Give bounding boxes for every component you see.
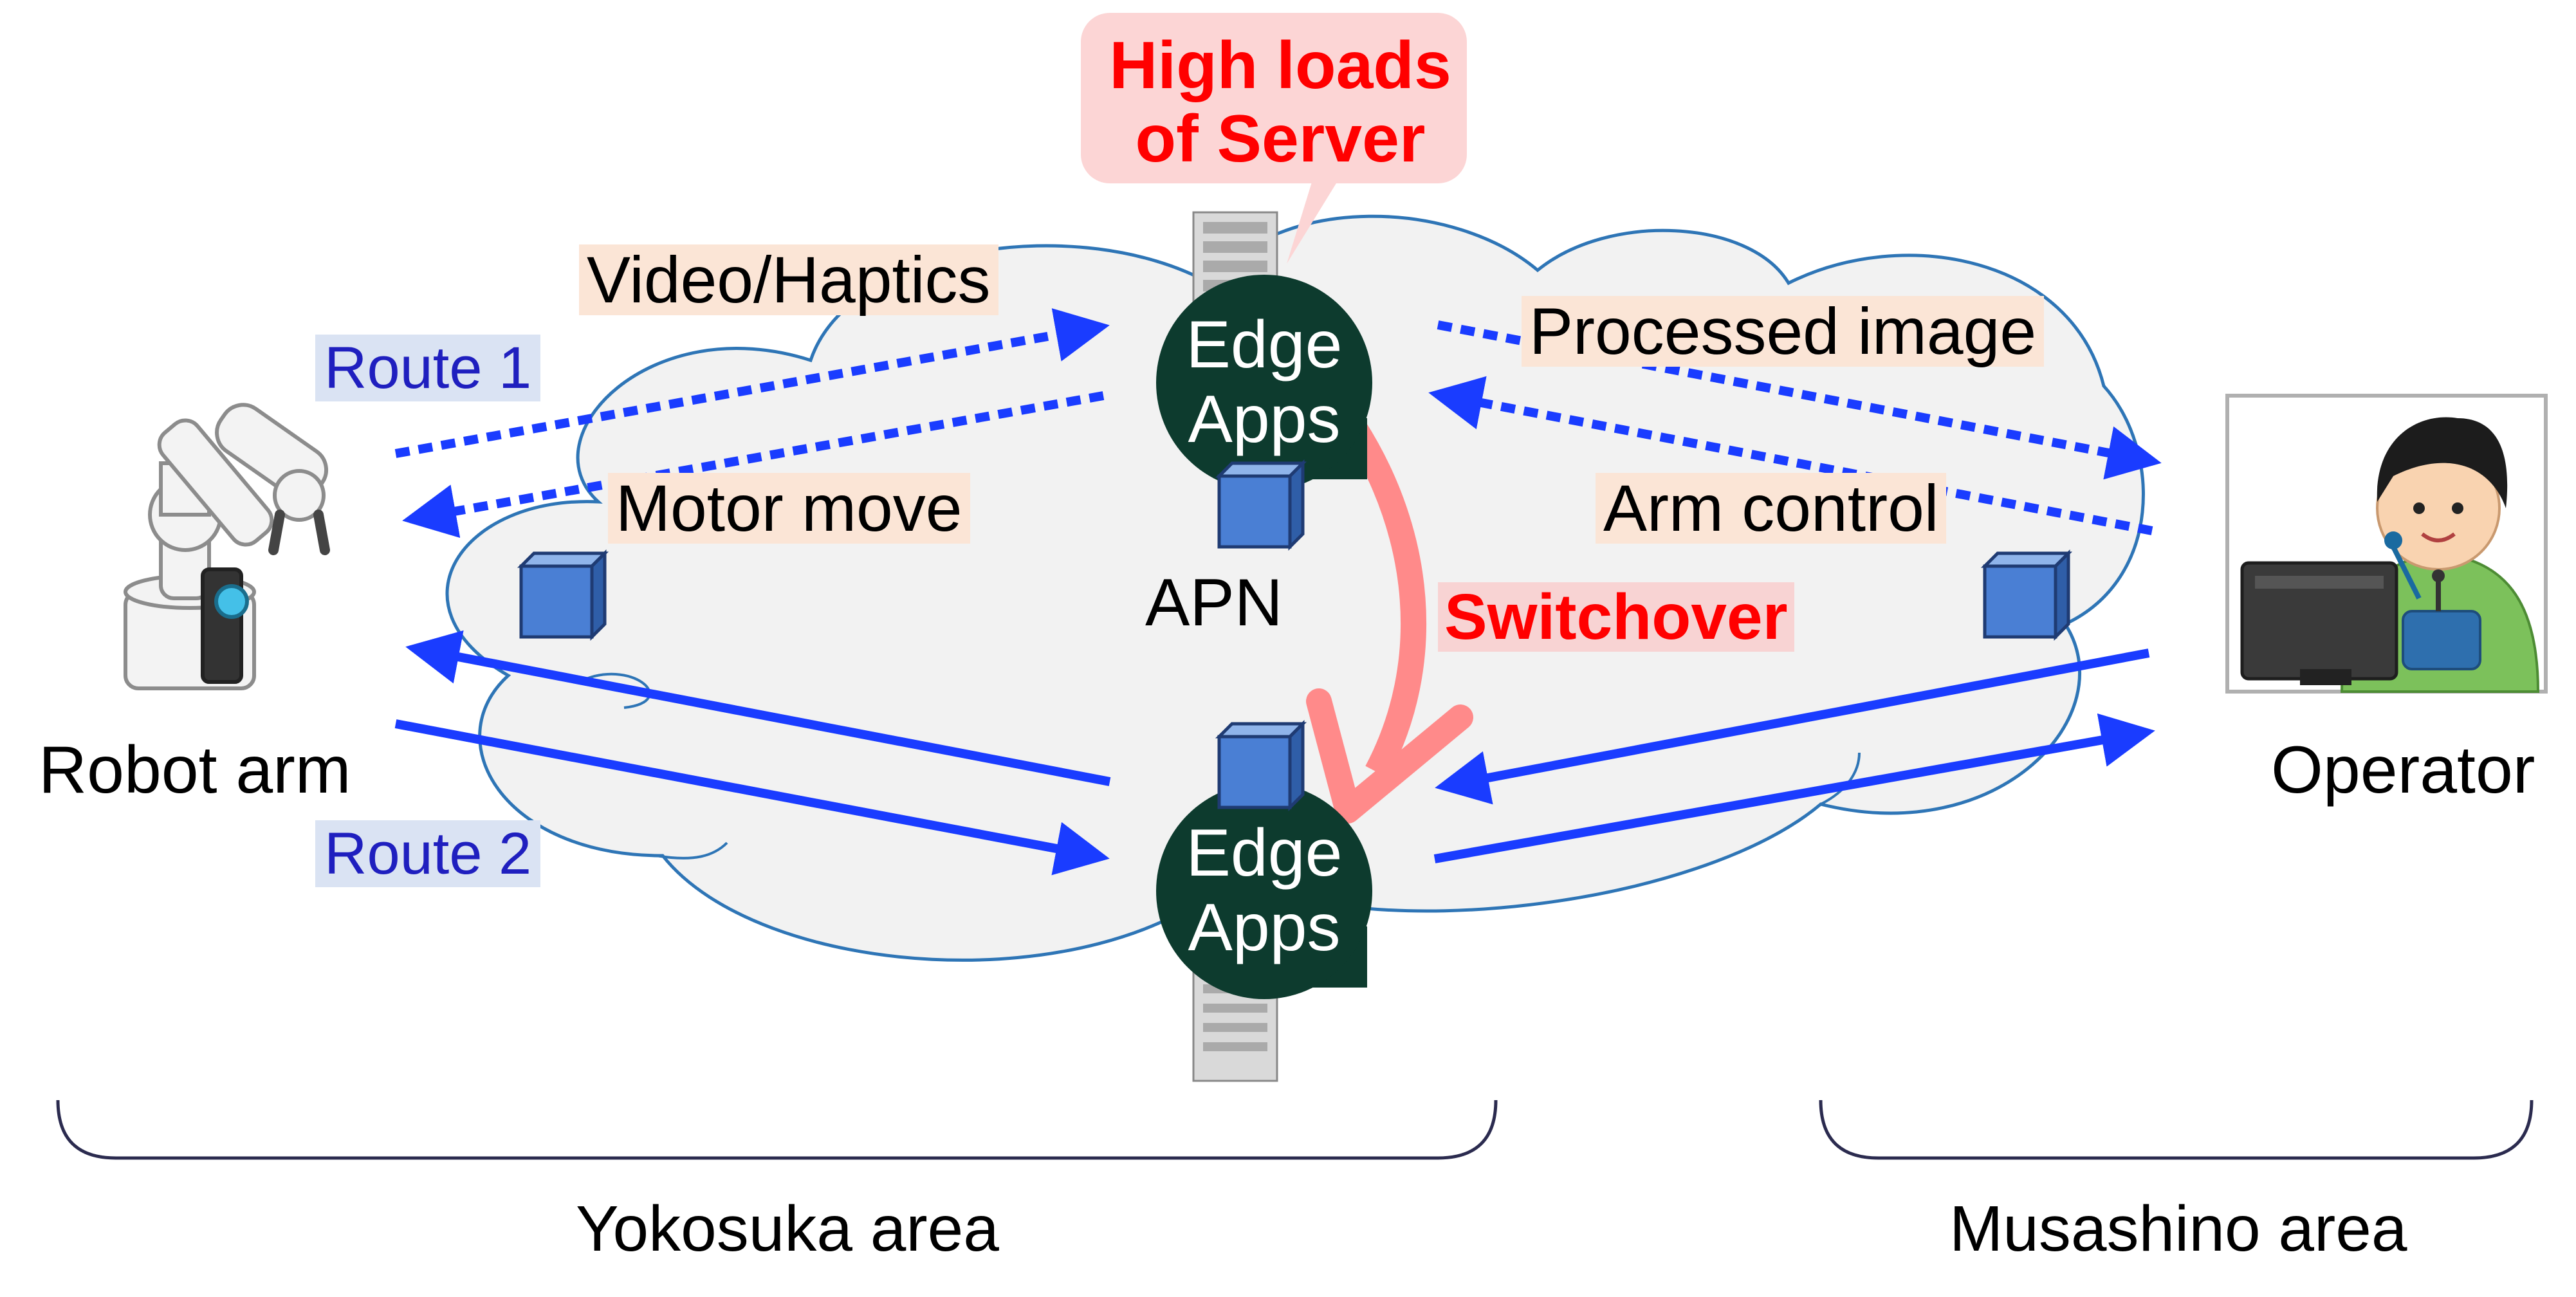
cube-icon (517, 549, 609, 641)
edge-bottom-line-2: Apps (1188, 890, 1341, 966)
robot-arm-icon (124, 403, 330, 690)
callout-line-1: High loads (1109, 28, 1451, 103)
switchover-label: Switchover (1438, 582, 1794, 652)
high-loads-callout (1081, 13, 1467, 264)
downlink-arrow-right (1435, 648, 2150, 805)
robot-arm-label: Robot arm (39, 733, 351, 807)
operator-icon (2225, 394, 2548, 694)
musashino-brace (1819, 1099, 2534, 1160)
cube-icon (1215, 459, 1307, 551)
arm-control-arrow (1428, 376, 2153, 535)
video-haptics-label: Video/Haptics (579, 244, 998, 315)
processed-image-label: Processed image (1522, 296, 2045, 367)
motor-move-arrow (402, 391, 1105, 538)
uplink-arrow-right (1433, 713, 2155, 863)
cube-icon (1215, 719, 1307, 812)
yokosuka-brace (56, 1099, 1498, 1160)
yokosuka-area-label: Yokosuka area (576, 1193, 999, 1265)
musashino-area-label: Musashino area (1949, 1193, 2407, 1265)
uplink-arrow-left (394, 719, 1110, 876)
route1-label: Route 1 (315, 335, 541, 401)
edge-apps-bottom-text: Edge Apps (1158, 816, 1370, 966)
downlink-arrow-left (405, 630, 1111, 786)
arm-control-label: Arm control (1596, 473, 1947, 544)
route2-label: Route 2 (315, 820, 541, 887)
video-haptics-arrow (394, 308, 1110, 458)
operator-label: Operator (2271, 733, 2535, 807)
cube-icon (1980, 549, 2073, 641)
edge-apps-top-text: Edge Apps (1158, 308, 1370, 457)
edge-top-line-2: Apps (1188, 382, 1341, 457)
edge-apps-bottom (1156, 783, 1372, 999)
switchover-arrow (1306, 421, 1473, 823)
edge-top-line-1: Edge (1186, 308, 1343, 382)
motor-move-label: Motor move (608, 473, 970, 544)
callout-line-2: of Server (1135, 102, 1426, 177)
apn-label: APN (1145, 566, 1283, 640)
edge-bottom-line-1: Edge (1186, 816, 1343, 890)
high-loads-callout-text: High loads of Server (1081, 29, 1480, 176)
route2-arrows (394, 630, 2155, 876)
